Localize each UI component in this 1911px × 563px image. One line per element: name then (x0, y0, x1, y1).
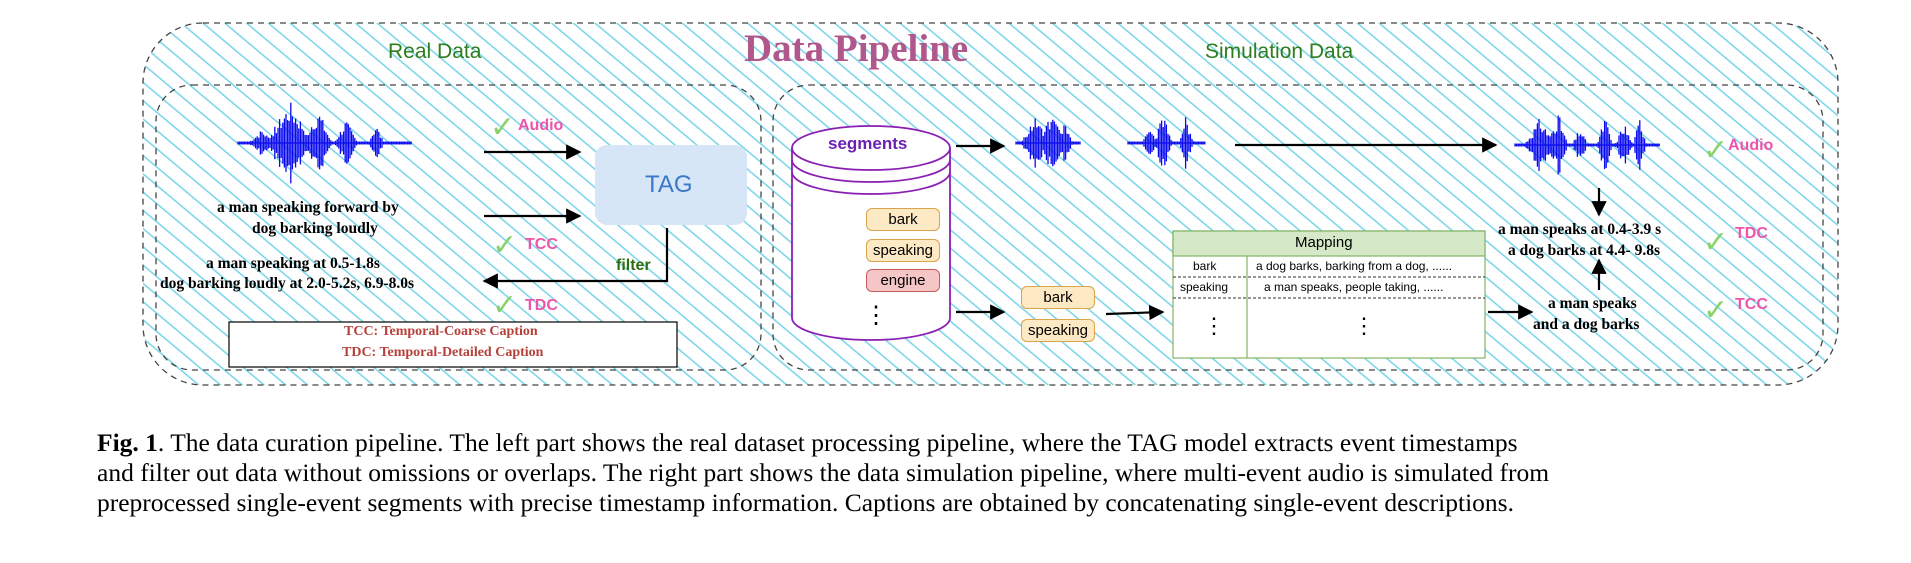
db-more-items: ⋮ (864, 302, 888, 329)
simulation-data-heading: Simulation Data (1205, 40, 1354, 63)
audio-label-right: Audio (1728, 137, 1774, 154)
figure-caption-line-1: Fig. 1. The data curation pipeline. The … (97, 428, 1887, 458)
db-item-bark: bark (866, 208, 940, 231)
segment-waveform-1 (1015, 118, 1081, 168)
simulated-audio-waveform (1514, 115, 1660, 175)
legend-box (228, 321, 678, 368)
svg-text:✓: ✓ (1703, 225, 1728, 260)
tag-model-box (595, 145, 747, 225)
svg-text:✓: ✓ (492, 228, 517, 263)
figure-caption-text-1: . The data curation pipeline. The left p… (157, 428, 1518, 457)
mapping-table (1172, 230, 1486, 359)
figure-caption: Fig. 1. The data curation pipeline. The … (97, 428, 1887, 518)
coarse-caption-line-2: dog barking loudly (252, 220, 378, 237)
real-data-panel (155, 84, 762, 371)
real-audio-waveform (237, 102, 412, 184)
mapping-row-key-1: bark (1193, 259, 1217, 273)
detailed-caption-line-2: dog barking loudly at 2.0-5.2s, 6.9-8.0s (160, 275, 415, 292)
figure-caption-line-3: preprocessed single-event segments with … (97, 488, 1514, 517)
filter-label: filter (616, 257, 651, 274)
svg-text:✓: ✓ (490, 110, 515, 145)
legend-tcc: TCC: Temporal-Coarse Caption (344, 324, 538, 339)
audio-label-left: Audio (518, 117, 564, 134)
segment-waveform-2 (1127, 117, 1206, 169)
mapping-row-value-1: a dog barks, barking from a dog, ...... (1256, 259, 1453, 273)
tcc-label-right: TCC (1735, 296, 1768, 313)
tdc-label-left: TDC (525, 297, 558, 314)
tdc-label-right: TDC (1735, 225, 1768, 242)
real-data-heading: Real Data (388, 40, 482, 63)
coarse-caption-line-1: a man speaking forward by (217, 199, 399, 216)
tdc-caption-line-1: a man speaks at 0.4-3.9 s (1498, 221, 1662, 238)
pipeline-diagram: ✓ ✓ ✓ ✓ ✓ ✓ (142, 22, 1839, 386)
mapping-row-key-2: speaking (1180, 280, 1229, 294)
arrow-selected-to-mapping (1105, 304, 1165, 321)
mapping-more-keys: ⋮ (1203, 313, 1225, 338)
db-item-engine: engine (866, 269, 940, 292)
svg-text:✓: ✓ (1703, 293, 1728, 328)
legend-tdc: TDC: Temporal-Detailed Caption (342, 345, 544, 360)
mapping-more-values: ⋮ (1353, 313, 1375, 338)
svg-text:✓: ✓ (492, 288, 517, 323)
simulation-data-panel (772, 84, 1824, 371)
mapping-title: Mapping (1295, 234, 1353, 251)
tag-model-label: TAG (645, 171, 693, 198)
svg-text:✓: ✓ (1703, 133, 1728, 168)
tdc-caption-line-2: a dog barks at 4.4- 9.8s (1508, 242, 1661, 259)
selected-bark: bark (1021, 286, 1095, 309)
selected-speaking: speaking (1021, 319, 1095, 342)
tcc-label-left: TCC (525, 236, 558, 253)
segments-db-label: segments (828, 134, 908, 153)
figure-label: Fig. 1 (97, 428, 158, 457)
arrow-filter (482, 228, 669, 289)
check-marks: ✓ ✓ ✓ ✓ ✓ ✓ (490, 110, 1728, 328)
mapping-row-value-2: a man speaks, people taking, ...... (1264, 280, 1444, 294)
diagram-title: Data Pipeline (744, 27, 969, 70)
detailed-caption-line-1: a man speaking at 0.5-1.8s (206, 255, 380, 272)
tcc-caption-line-2: and a dog barks (1533, 316, 1640, 333)
tcc-caption-line-1: a man speaks (1548, 295, 1637, 312)
figure-caption-line-2: and filter out data without omissions or… (97, 458, 1550, 487)
db-item-speaking: speaking (866, 239, 940, 262)
